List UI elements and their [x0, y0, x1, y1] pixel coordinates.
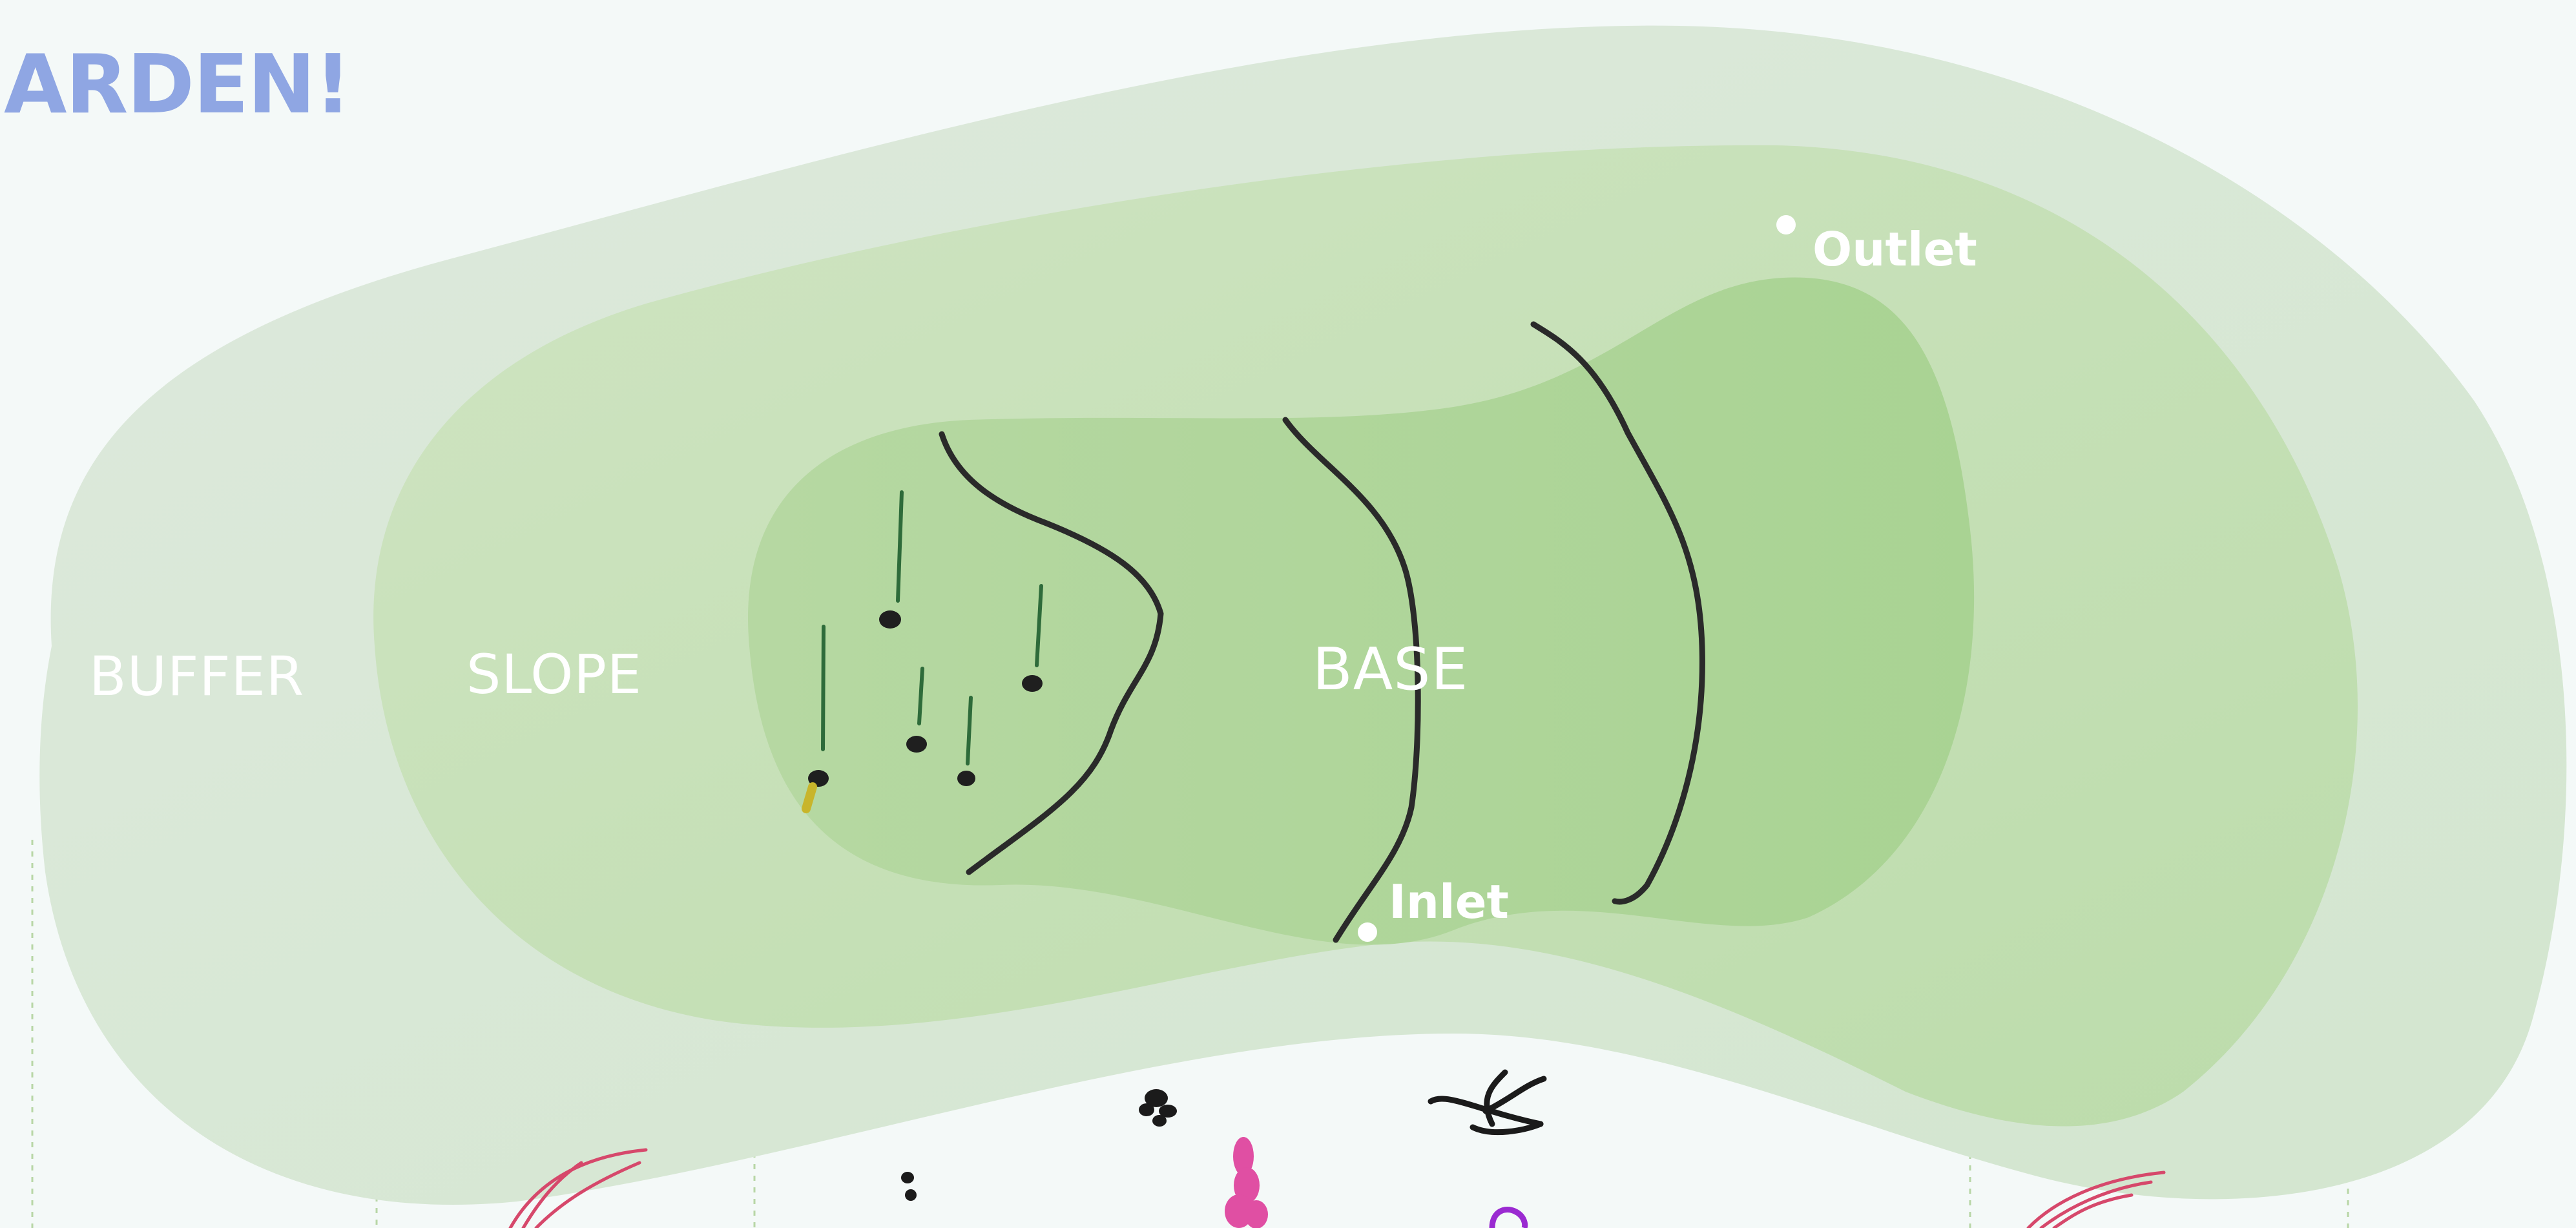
inlet-marker [1358, 922, 1377, 942]
slope-zone-label: SLOPE [466, 647, 642, 702]
seed-dot [906, 736, 927, 753]
seed-dot [879, 610, 901, 629]
pink-flower-sketch [1225, 1137, 1268, 1228]
yellow-bud [806, 787, 813, 809]
purple-flower-sketch [1492, 1209, 1525, 1228]
black-plant-sketch [1431, 1072, 1544, 1132]
seed-dot [957, 771, 975, 786]
inlet-label: Inlet [1389, 879, 1509, 925]
base-zone-label: BASE [1313, 641, 1468, 699]
seed-dot [1022, 675, 1043, 692]
outlet-marker [1776, 215, 1796, 234]
plant-stem [823, 627, 824, 749]
buffer-zone-label: BUFFER [89, 649, 304, 703]
outlet-label: Outlet [1813, 226, 1977, 273]
page-title: ARDEN! [4, 44, 350, 125]
